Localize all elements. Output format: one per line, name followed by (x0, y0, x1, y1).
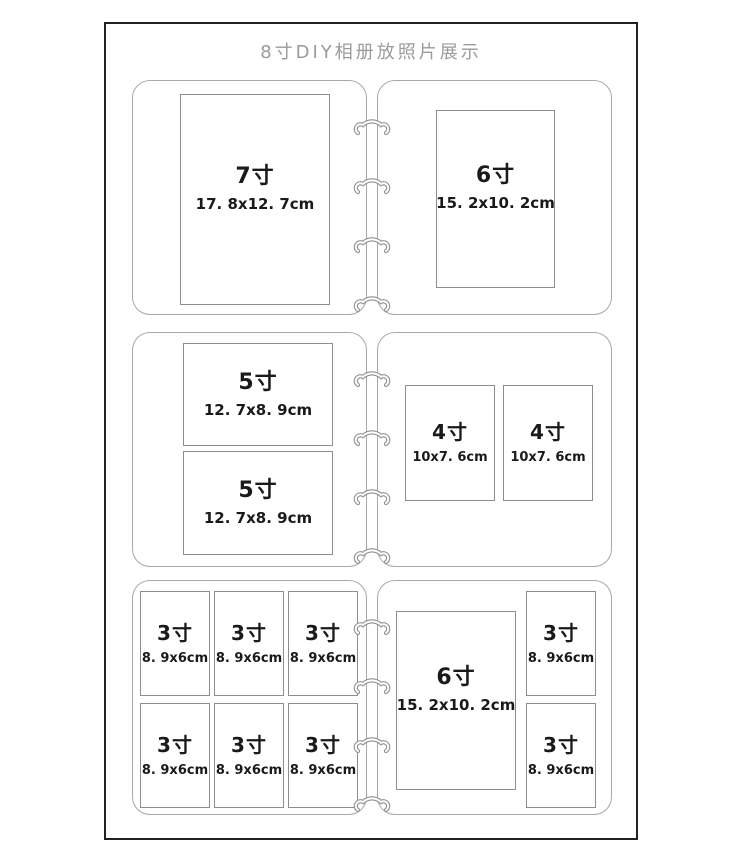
binder-ring-icon (353, 430, 391, 447)
binder-ring-icon (353, 489, 391, 506)
photo-dims-label: 8. 9x6cm (289, 650, 357, 666)
photo-dims-label: 15. 2x10. 2cm (396, 695, 516, 714)
binder-ring-icon (353, 296, 391, 313)
photo-dims-label: 8. 9x6cm (141, 762, 209, 778)
photo-dims-label: 15. 2x10. 2cm (436, 194, 555, 212)
photo-slot-4inch: 4寸 10x7. 6cm (503, 385, 593, 501)
photo-size-label: 6寸 (475, 163, 516, 188)
photo-slot-6inch: 6寸 15. 2x10. 2cm (436, 110, 555, 288)
binder-ring-icon (353, 371, 391, 388)
photo-size-label: 4寸 (530, 420, 566, 444)
photo-size-label: 3寸 (305, 732, 341, 757)
binder-ring-icon (353, 678, 391, 695)
photo-slot-7inch: 7寸 17. 8x12. 7cm (180, 94, 330, 305)
photo-slot-5inch: 5寸 12. 7x8. 9cm (183, 451, 333, 555)
photo-slot-3inch: 3寸 8. 9x6cm (140, 591, 210, 696)
photo-size-label: 3寸 (157, 620, 193, 645)
photo-dims-label: 10x7. 6cm (510, 450, 586, 465)
photo-slot-3inch: 3寸 8. 9x6cm (214, 703, 284, 808)
photo-slot-3inch: 3寸 8. 9x6cm (526, 591, 596, 696)
photo-dims-label: 8. 9x6cm (141, 650, 209, 666)
photo-size-label: 3寸 (305, 620, 341, 645)
photo-size-label: 3寸 (231, 620, 267, 645)
photo-dims-label: 12. 7x8. 9cm (203, 509, 313, 527)
binder-ring-icon (353, 237, 391, 254)
album-page-1-right: 6寸 15. 2x10. 2cm (377, 80, 612, 315)
photo-size-label: 4寸 (432, 420, 468, 444)
page-title: 8寸DIY相册放照片展示 (260, 42, 482, 63)
binder-ring-icon (353, 737, 391, 754)
photo-slot-6inch: 6寸 15. 2x10. 2cm (396, 611, 516, 790)
album-page-2-right: 4寸 10x7. 6cm 4寸 10x7. 6cm (377, 332, 612, 567)
photo-size-label: 3寸 (543, 620, 579, 645)
album-page-3-right: 6寸 15. 2x10. 2cm 3寸 8. 9x6cm 3寸 8. 9x6cm (377, 580, 612, 815)
binder-ring-icon (353, 119, 391, 136)
photo-size-label: 5寸 (238, 478, 278, 503)
binder-ring-icon (353, 619, 391, 636)
photo-slot-3inch: 3寸 8. 9x6cm (288, 591, 358, 696)
photo-size-label: 6寸 (436, 664, 476, 690)
album-spread-2: 5寸 12. 7x8. 9cm 5寸 12. 7x8. 9cm 4寸 10x7.… (132, 332, 612, 567)
binder-ring-icon (353, 548, 391, 565)
photo-slot-3inch: 3寸 8. 9x6cm (214, 591, 284, 696)
photo-dims-label: 8. 9x6cm (527, 650, 595, 666)
photo-size-label: 5寸 (238, 369, 278, 395)
album-page-1-left: 7寸 17. 8x12. 7cm (132, 80, 367, 315)
outer-frame: 8寸DIY相册放照片展示 7寸 17. 8x12. 7cm 6寸 15. 2x1… (104, 22, 638, 840)
photo-dims-label: 8. 9x6cm (527, 762, 595, 778)
album-page-2-left: 5寸 12. 7x8. 9cm 5寸 12. 7x8. 9cm (132, 332, 367, 567)
photo-dims-label: 12. 7x8. 9cm (203, 400, 313, 419)
photo-slot-4inch: 4寸 10x7. 6cm (405, 385, 495, 501)
album-spread-1: 7寸 17. 8x12. 7cm 6寸 15. 2x10. 2cm (132, 80, 612, 315)
photo-size-label: 3寸 (157, 732, 193, 757)
photo-dims-label: 10x7. 6cm (412, 450, 488, 465)
photo-dims-label: 8. 9x6cm (215, 650, 283, 666)
photo-size-label: 3寸 (543, 732, 579, 757)
photo-dims-label: 8. 9x6cm (215, 762, 283, 778)
photo-slot-3inch: 3寸 8. 9x6cm (526, 703, 596, 808)
photo-slot-5inch: 5寸 12. 7x8. 9cm (183, 343, 333, 446)
photo-dims-label: 8. 9x6cm (289, 762, 357, 778)
binder-ring-icon (353, 796, 391, 813)
photo-size-label: 3寸 (231, 732, 267, 757)
photo-slot-3inch: 3寸 8. 9x6cm (288, 703, 358, 808)
photo-dims-label: 17. 8x12. 7cm (195, 194, 315, 213)
album-page-3-left: 3寸 8. 9x6cm 3寸 8. 9x6cm 3寸 8. 9x6cm 3寸 8… (132, 580, 367, 815)
binder-ring-icon (353, 178, 391, 195)
album-spread-3: 3寸 8. 9x6cm 3寸 8. 9x6cm 3寸 8. 9x6cm 3寸 8… (132, 580, 612, 815)
photo-slot-3inch: 3寸 8. 9x6cm (140, 703, 210, 808)
photo-size-label: 7寸 (235, 163, 275, 189)
